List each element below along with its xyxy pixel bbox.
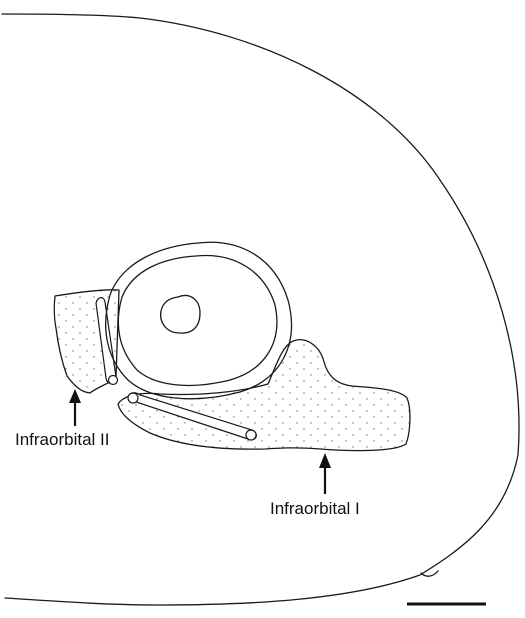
label-group-infraorbital-i: Infraorbital I	[270, 453, 360, 518]
label-group-infraorbital-ii: Infraorbital II	[15, 389, 110, 449]
eye-orbit-inner	[118, 255, 277, 385]
infraorbital-ii-canal-pore	[109, 376, 118, 385]
infraorbital-ii-arrow-head	[69, 389, 81, 403]
infraorbital-ii-label: Infraorbital II	[15, 430, 110, 449]
infraorbital-i-canal-pore-posterior	[246, 430, 256, 440]
infraorbital-i-label: Infraorbital I	[270, 499, 360, 518]
eye-pupil	[161, 295, 200, 333]
infraorbital-i-bone	[118, 340, 410, 451]
infraorbital-i-arrow-head	[319, 453, 331, 468]
infraorbital-i-canal-pore-anterior	[128, 393, 138, 403]
head-outline-edge	[421, 571, 438, 576]
